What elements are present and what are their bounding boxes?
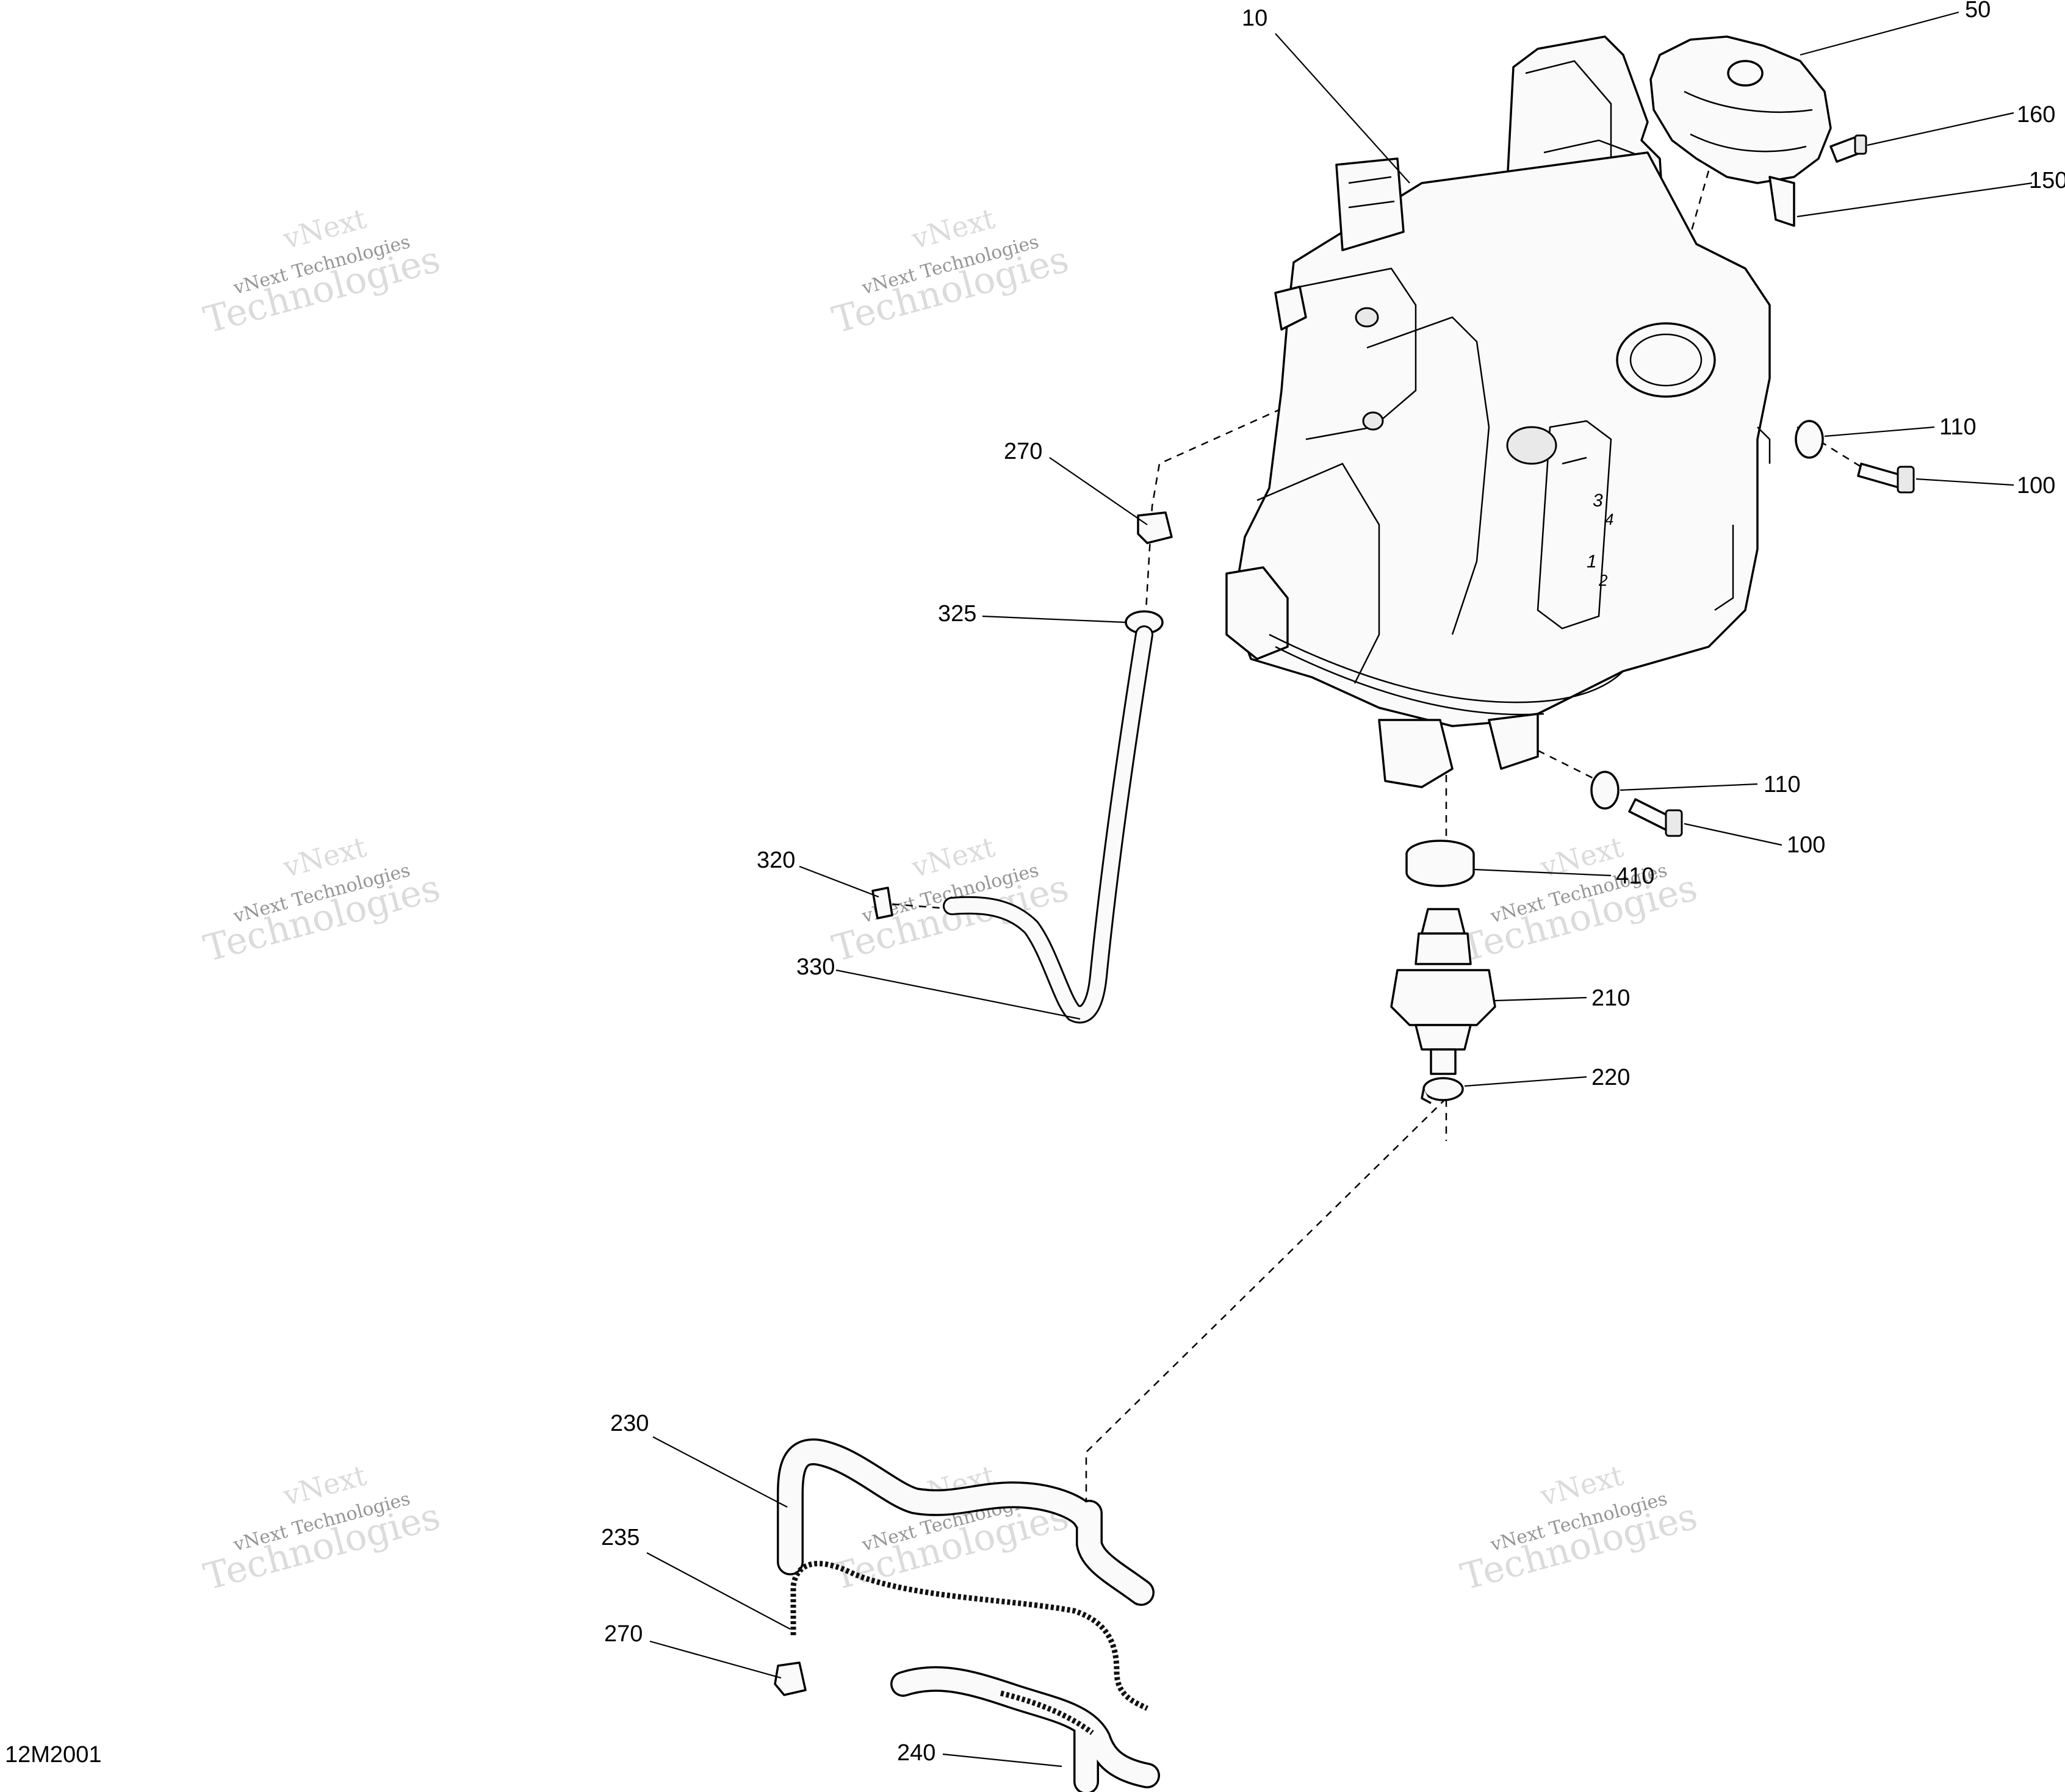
vent-hose-330 — [943, 625, 1153, 1024]
return-hose-240 — [890, 1666, 1160, 1792]
watermark: vNext vNext Technologies Technologies — [1457, 830, 1702, 971]
callout-100-lower: 100 — [1787, 832, 1825, 858]
clamp-410 — [1405, 840, 1475, 887]
callout-10: 10 — [1242, 5, 1267, 31]
callout-220: 220 — [1591, 1065, 1630, 1090]
fuel-tank: 3 4 1 2 — [1225, 35, 1771, 788]
bolt-100-upper — [1857, 462, 1915, 494]
callout-labels: 10 50 160 150 110 100 270 325 110 100 41… — [601, 0, 2065, 1766]
drawing-id: 12M2001 — [5, 1742, 101, 1768]
clip-320 — [871, 887, 893, 919]
bolt-100-lower — [1628, 798, 1683, 837]
callout-320: 320 — [757, 847, 795, 873]
callout-330: 330 — [796, 954, 835, 980]
callout-270-lower: 270 — [604, 1621, 643, 1647]
callout-325: 325 — [938, 601, 976, 627]
screw-160 — [1829, 134, 1867, 163]
watermark: vNext vNext Technologies Technologies — [828, 202, 1073, 342]
gauge-mark-three-quarter-num: 3 — [1593, 491, 1603, 511]
leader-lines — [646, 11, 2033, 1768]
callout-235: 235 — [601, 1525, 640, 1550]
callout-110-upper: 110 — [1939, 414, 1977, 440]
gauge-mark-half-den: 2 — [1598, 571, 1608, 589]
cap-tether-150 — [1768, 176, 1795, 227]
clamp-220 — [1421, 1077, 1464, 1104]
callout-110-lower: 110 — [1764, 772, 1801, 797]
fuel-line-230 — [777, 1438, 1155, 1606]
watermark: vNext vNext Technologies Technologies — [200, 202, 445, 342]
watermark: vNext vNext Technologies Technologies — [200, 830, 445, 971]
gauge-mark-half-num: 1 — [1587, 552, 1597, 572]
callout-410: 410 — [1616, 863, 1654, 889]
callout-270-upper: 270 — [1004, 439, 1042, 464]
clip-270-lower — [774, 1661, 807, 1696]
clip-270-upper — [1137, 511, 1173, 544]
fuel-cap — [1649, 35, 1832, 184]
callout-210: 210 — [1591, 985, 1630, 1011]
washer-110-upper — [1795, 420, 1824, 459]
watermark: vNext vNext Technologies Technologies — [200, 1459, 445, 1599]
spring-guard-235 — [790, 1561, 1149, 1711]
callout-150: 150 — [2029, 168, 2065, 193]
callout-160: 160 — [2017, 102, 2055, 128]
watermark: vNext vNext Technologies Technologies — [1457, 1459, 1702, 1599]
callout-100-upper: 100 — [2017, 473, 2055, 498]
callout-240: 240 — [897, 1740, 935, 1766]
valve-210 — [1390, 908, 1496, 1075]
callout-50: 50 — [1965, 0, 1991, 23]
gauge-mark-three-quarter-den: 4 — [1605, 510, 1613, 528]
washer-110-lower — [1590, 771, 1620, 810]
callout-230: 230 — [610, 1411, 649, 1436]
